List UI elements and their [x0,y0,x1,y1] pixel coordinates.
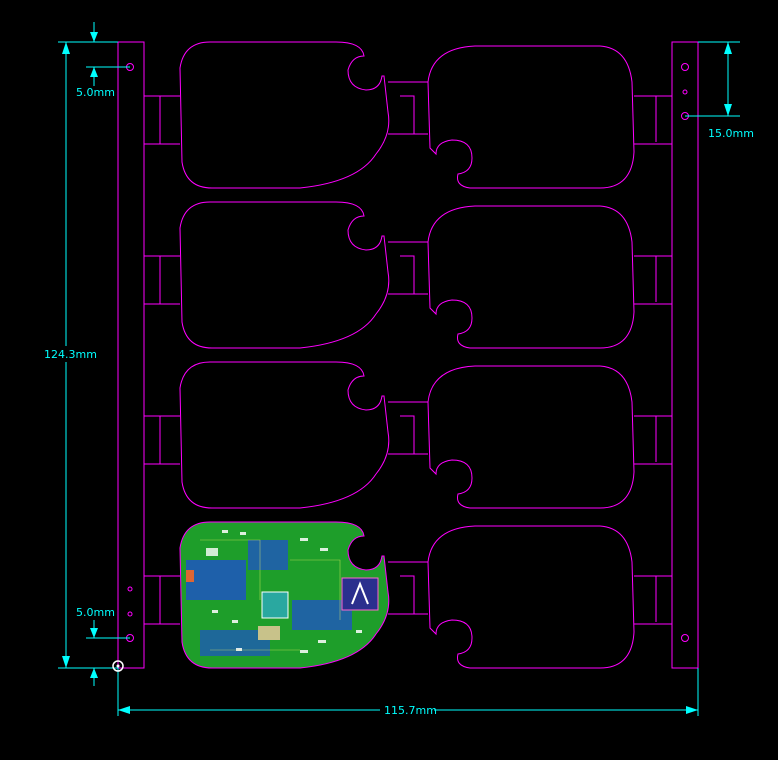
populated-pcb [179,521,390,669]
board-row-3 [143,361,673,509]
height-label: 124.3mm [44,348,97,361]
dimension-right-spacing: 15.0mm [685,41,754,140]
dimension-width: 115.7mm [117,668,699,718]
fiducial-left-2 [127,611,133,617]
bottom-margin-label: 5.0mm [76,606,115,619]
origin-marker [112,660,124,672]
left-rail [117,41,145,669]
tooling-hole-top-right [681,63,689,71]
fiducial-right [682,89,688,95]
right-rail [671,41,699,669]
dimension-height: 124.3mm [40,41,118,669]
tooling-hole-bottom-right [681,634,689,642]
top-margin-label: 5.0mm [76,86,115,99]
dimension-top-margin: 5.0mm [76,22,130,99]
dimension-bottom-margin: 5.0mm [76,606,130,686]
fiducial-left [127,586,133,592]
width-label: 115.7mm [384,704,437,717]
right-spacing-label: 15.0mm [708,127,754,140]
board-row-1 [143,41,673,189]
board-row-2 [143,201,673,349]
